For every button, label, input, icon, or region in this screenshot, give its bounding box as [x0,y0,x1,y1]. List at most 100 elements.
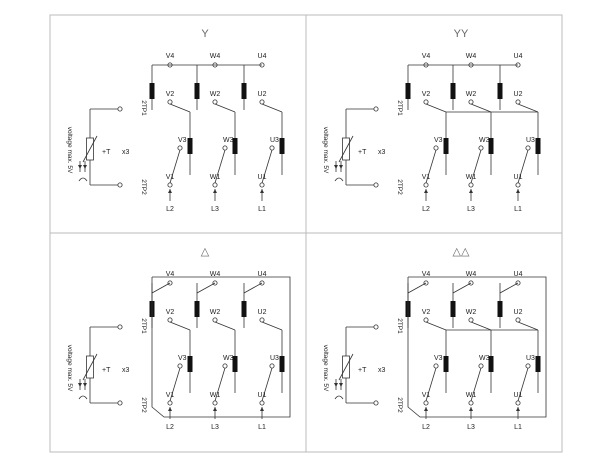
thermo-terminal-top [117,106,123,112]
terminal-mid-node [212,99,218,105]
thermo-plus-t-label: +T [358,149,367,156]
winding-coil-upper [497,83,503,99]
line-label: L3 [211,206,219,213]
terminal-label-inner: W3 [223,355,234,362]
terminal-label-top: U4 [258,271,267,278]
thermo-voltage-label: voltage max. 5V [66,127,73,174]
terminal-bottom-node [167,182,173,188]
thermo-ground-symbol [334,177,344,182]
terminal-label-mid: V2 [422,309,431,316]
terminal-label-mid: W2 [466,91,477,98]
thermo-label-tp2: 2TP2 [396,179,403,195]
terminal-bottom-node [167,400,173,406]
line-feed-arrow-head [260,407,264,411]
terminal-inner-node [478,145,484,151]
terminal-bottom-node [212,400,218,406]
thermo-label-tp1: 2TP1 [396,100,403,116]
thermo-terminal-top [373,106,379,112]
terminal-label-inner: V3 [434,137,443,144]
ptc-diagonal [338,135,354,163]
winding-coil-upper [194,301,200,317]
line-feed-arrow-head [168,407,172,411]
terminal-label-inner: W3 [479,355,490,362]
winding-coil-lower [279,138,285,154]
terminal-label-top: U4 [514,53,523,60]
delta-loop [407,276,547,418]
terminal-mid-node [259,317,265,323]
line-label: L2 [422,206,430,213]
thermo-ground-symbol [78,177,88,182]
terminal-bottom-node [468,182,474,188]
terminal-bottom-node [259,182,265,188]
terminal-inner-node [525,145,531,151]
thermo-plus-t-label: +T [358,367,367,374]
line-label: L3 [211,424,219,431]
terminal-bottom-node [515,400,521,406]
winding-coil-lower [187,356,193,372]
delta-loop [151,276,291,418]
winding-coil-lower [232,138,238,154]
terminal-inner-node [222,363,228,369]
terminal-label-inner: U3 [270,137,279,144]
wire [517,149,529,184]
terminal-label-top: V4 [422,53,431,60]
terminal-bottom-node [423,182,429,188]
terminal-label-bottom: V1 [166,174,175,181]
terminal-label-bottom: W1 [466,392,477,399]
delta-link [407,282,427,294]
wire [169,103,191,113]
line-label: L1 [514,206,522,213]
terminal-label-bottom: W1 [210,392,221,399]
terminal-label-mid: U2 [514,309,523,316]
thermo-label-tp1: 2TP1 [140,318,147,334]
thermo-label-tp2: 2TP2 [396,397,403,413]
thermo-terminal-top [373,324,379,330]
terminal-label-inner: V3 [178,137,187,144]
terminal-inner-node [269,363,275,369]
terminal-label-bottom: V1 [166,392,175,399]
thermo-terminal-bottom [117,182,123,188]
thermo-voltage-label: voltage max. 5V [322,127,329,174]
connection-symbol: YY [454,28,469,40]
terminal-mid-node [423,99,429,105]
thermo-count-label: x3 [122,149,130,156]
terminal-label-inner: U3 [526,355,535,362]
winding-coil-upper [241,83,247,99]
terminal-label-mid: W2 [466,309,477,316]
wire [470,321,492,331]
terminal-mid-node [167,99,173,105]
terminal-label-top: W4 [210,271,221,278]
wire [425,149,437,184]
line-label: L2 [166,206,174,213]
terminal-label-mid: U2 [258,309,267,316]
winding-coil-upper [450,301,456,317]
connection-symbol: Y [201,28,209,40]
wire [169,149,181,184]
line-label: L2 [166,424,174,431]
wire [214,103,236,113]
terminal-label-inner: U3 [270,355,279,362]
terminal-label-bottom: U1 [514,174,523,181]
line-label: L2 [422,424,430,431]
terminal-inner-node [525,363,531,369]
terminal-bottom-node [468,400,474,406]
line-label: L1 [258,206,266,213]
terminal-inner-node [177,363,183,369]
terminal-mid-node [515,317,521,323]
wire [261,321,283,331]
line-label: L3 [467,206,475,213]
wire [214,321,236,331]
terminal-inner-node [478,363,484,369]
thermo-label-tp1: 2TP1 [396,318,403,334]
terminal-inner-node [177,145,183,151]
wire [169,367,181,402]
line-feed-arrow-head [424,407,428,411]
winding-coil-lower [488,356,494,372]
winding-coil-upper [149,83,155,99]
terminal-mid-node [468,99,474,105]
line-label: L3 [467,424,475,431]
wire [470,149,482,184]
terminal-label-mid: W2 [210,91,221,98]
terminal-label-mid: W2 [210,309,221,316]
